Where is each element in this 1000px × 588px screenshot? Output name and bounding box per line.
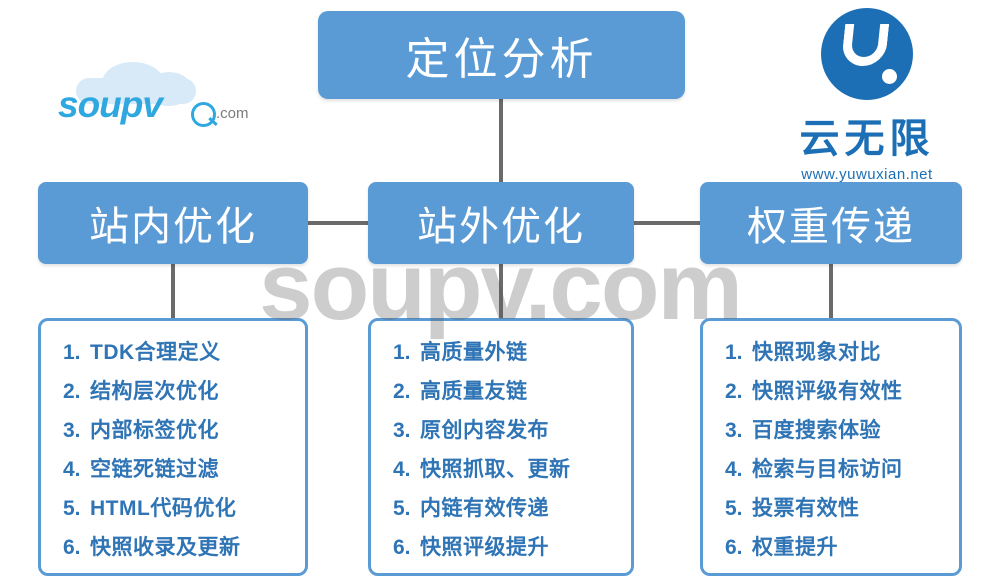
- connector-center-down: [499, 264, 503, 318]
- branch-list-1: 1. TDK合理定义 2. 结构层次优化 3. 内部标签优化 4. 空链死链过滤 5. H…: [38, 318, 308, 576]
- list-item-label: 快照评级有效性: [752, 380, 903, 403]
- yuwuxian-mark-icon: [821, 8, 913, 100]
- list-item-label: 百度搜索体验: [752, 419, 881, 442]
- list-item-number: 2.: [63, 380, 81, 403]
- list-item: 6. 权重提升: [703, 528, 959, 567]
- list-item-number: 2.: [393, 380, 411, 403]
- list-item-number: 4.: [725, 458, 743, 481]
- list-item-label: HTML代码优化: [90, 497, 237, 520]
- list-item-label: 原创内容发布: [420, 419, 549, 442]
- list-item-number: 4.: [63, 458, 81, 481]
- list-item: 6. 快照评级提升: [371, 528, 631, 567]
- list-item-number: 4.: [393, 458, 411, 481]
- list-item: 1. TDK合理定义: [41, 333, 305, 372]
- yuwuxian-url: www.yuwuxian.net: [801, 166, 933, 183]
- list-item-number: 1.: [393, 341, 411, 364]
- list-item-label: 空链死链过滤: [90, 458, 219, 481]
- list-item: 2. 结构层次优化: [41, 372, 305, 411]
- list-item-number: 6.: [63, 536, 81, 559]
- list-item-label: 高质量友链: [420, 380, 528, 403]
- soupv-logo: soupv .com: [58, 60, 288, 140]
- branch-heading-2: 站外优化: [368, 182, 634, 264]
- list-item-label: 检索与目标访问: [752, 458, 903, 481]
- list-item: 4. 空链死链过滤: [41, 450, 305, 489]
- title-box: 定位分析: [318, 11, 685, 99]
- list-item: 2. 快照评级有效性: [703, 372, 959, 411]
- list-item-number: 3.: [63, 419, 81, 442]
- list-item: 3. 原创内容发布: [371, 411, 631, 450]
- list-item-number: 5.: [63, 497, 81, 520]
- soupv-wordmark: soupv: [58, 84, 163, 125]
- soupv-suffix: .com: [216, 105, 249, 122]
- yuwuxian-name: 云无限: [799, 117, 935, 161]
- connector-title-to-center: [499, 99, 503, 182]
- list-item-label: 快照现象对比: [752, 341, 881, 364]
- list-item: 3. 内部标签优化: [41, 411, 305, 450]
- list-item-label: 权重提升: [752, 536, 838, 559]
- yuwuxian-logo: 云无限 www.yuwuxian.net: [762, 8, 972, 183]
- list-item-label: 快照抓取、更新: [420, 458, 571, 481]
- list-item-number: 3.: [393, 419, 411, 442]
- list-item: 4. 检索与目标访问: [703, 450, 959, 489]
- list-item: 5. 投票有效性: [703, 489, 959, 528]
- list-item: 2. 高质量友链: [371, 372, 631, 411]
- list-item-label: 内链有效传递: [420, 497, 549, 520]
- list-item-label: 内部标签优化: [90, 419, 219, 442]
- list-item-number: 6.: [725, 536, 743, 559]
- list-item: 3. 百度搜索体验: [703, 411, 959, 450]
- list-item: 4. 快照抓取、更新: [371, 450, 631, 489]
- list-item-label: 快照评级提升: [420, 536, 549, 559]
- magnifier-icon: [191, 102, 216, 127]
- branch-list-2: 1. 高质量外链 2. 高质量友链 3. 原创内容发布 4. 快照抓取、更新 5. 内链有…: [368, 318, 634, 576]
- cloud-icon: [76, 60, 226, 106]
- list-item-number: 2.: [725, 380, 743, 403]
- list-item: 1. 高质量外链: [371, 333, 631, 372]
- list-item-label: 高质量外链: [420, 341, 528, 364]
- list-item-label: 结构层次优化: [90, 380, 219, 403]
- list-item-label: TDK合理定义: [90, 341, 221, 364]
- list-item-label: 投票有效性: [752, 497, 860, 520]
- branch-heading-3: 权重传递: [700, 182, 962, 264]
- list-item: 5. 内链有效传递: [371, 489, 631, 528]
- list-item-number: 1.: [725, 341, 743, 364]
- list-item-label: 快照收录及更新: [90, 536, 241, 559]
- list-item-number: 3.: [725, 419, 743, 442]
- list-item-number: 1.: [63, 341, 81, 364]
- branch-list-3: 1. 快照现象对比 2. 快照评级有效性 3. 百度搜索体验 4. 检索与目标访问 5.…: [700, 318, 962, 576]
- list-item-number: 5.: [393, 497, 411, 520]
- list-item: 5. HTML代码优化: [41, 489, 305, 528]
- list-item-number: 5.: [725, 497, 743, 520]
- list-item-number: 6.: [393, 536, 411, 559]
- list-item: 6. 快照收录及更新: [41, 528, 305, 567]
- connector-right-down: [829, 264, 833, 318]
- list-item: 1. 快照现象对比: [703, 333, 959, 372]
- connector-left-down: [171, 264, 175, 318]
- branch-heading-1: 站内优化: [38, 182, 308, 264]
